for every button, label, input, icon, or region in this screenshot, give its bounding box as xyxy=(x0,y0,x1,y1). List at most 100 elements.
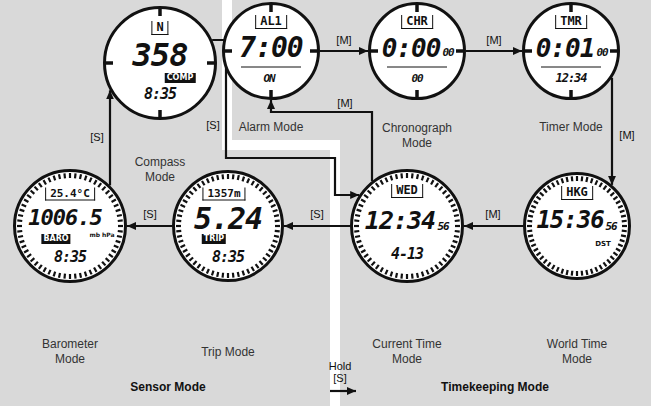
dial-tick xyxy=(114,204,119,206)
dial-tick xyxy=(274,236,279,237)
dial-tick xyxy=(451,246,456,248)
dial-tick xyxy=(238,272,239,277)
region-fill xyxy=(232,0,651,406)
dial-tick xyxy=(376,183,379,187)
dial-tick xyxy=(354,225,359,227)
dial-tick xyxy=(372,187,375,191)
dial-tick xyxy=(417,273,418,278)
dial-tick xyxy=(571,176,574,181)
dial-tick xyxy=(571,271,574,276)
mode-name: Trip Mode xyxy=(183,345,273,360)
dial-tick xyxy=(266,195,270,198)
dial-tick xyxy=(355,215,360,216)
watch-face: Timer ModeTMR0:010012:34 xyxy=(522,2,620,100)
dial-tick xyxy=(207,61,214,65)
dial-tick xyxy=(20,210,25,212)
dial-tick xyxy=(274,215,279,216)
dial-tick xyxy=(18,215,23,216)
mode-arrow xyxy=(212,40,359,195)
mode-name: Chronograph Mode xyxy=(380,121,454,151)
mode-arrow xyxy=(330,390,356,392)
dial-tick xyxy=(252,181,255,185)
dial-tick xyxy=(179,241,184,243)
dial-tick xyxy=(24,250,28,253)
dial-tick xyxy=(102,262,105,266)
button-label: [S] xyxy=(143,208,156,220)
lcd-text: 8:35 xyxy=(212,250,244,265)
lcd-text: 1006.5 xyxy=(28,207,101,229)
dial-tick xyxy=(193,187,196,191)
mode-arrow xyxy=(127,225,172,227)
watch-bezel xyxy=(370,4,465,99)
dial-tick xyxy=(63,274,66,279)
lcd-divider xyxy=(241,67,301,68)
dial-tick xyxy=(529,240,534,242)
dial-tick xyxy=(455,219,460,222)
dial-tick xyxy=(59,273,60,278)
dial-tick xyxy=(310,49,317,53)
dial-tick xyxy=(263,257,267,260)
button-label: [M] xyxy=(486,34,501,46)
dial-tick xyxy=(621,235,626,236)
mode-arrow xyxy=(284,225,350,227)
dial-tick xyxy=(116,210,121,212)
region-title: Sensor Mode xyxy=(130,381,205,393)
dial-tick xyxy=(361,200,365,203)
dial-tick xyxy=(422,272,424,277)
lcd-text: 8:35 xyxy=(54,250,86,265)
dial-tick xyxy=(69,274,71,279)
mode-region: Timekeeping ModeAlarm ModeAL17:00ONChron… xyxy=(232,0,651,406)
watch-face: Alarm ModeAL17:00ON xyxy=(222,2,320,100)
dial-tick xyxy=(225,49,232,53)
dial-tick xyxy=(534,249,538,252)
dial-tick xyxy=(263,191,267,194)
dial-tick xyxy=(595,180,597,185)
dial-tick xyxy=(275,225,280,227)
dial-tick xyxy=(109,195,113,198)
dial-tick xyxy=(256,184,259,188)
dial-tick xyxy=(534,201,538,204)
dial-tick xyxy=(364,254,368,257)
dial-tick xyxy=(227,273,229,278)
dial-tick xyxy=(456,49,463,53)
dial-tick xyxy=(567,270,568,275)
dial-tick xyxy=(422,176,424,181)
dial-tick xyxy=(581,271,584,276)
dial-tick xyxy=(400,173,403,178)
dial-tick xyxy=(567,177,568,182)
dial-tick xyxy=(117,236,122,237)
dial-tick xyxy=(368,258,372,261)
dial-tick xyxy=(177,236,182,237)
dial-tick xyxy=(354,230,359,233)
dial-tick xyxy=(620,240,625,242)
dial-tick xyxy=(454,215,459,216)
dial-tick xyxy=(562,269,564,274)
dial-tick xyxy=(622,225,627,227)
dial-tick xyxy=(189,191,193,194)
dial-tick xyxy=(455,225,460,227)
button-label: [M] xyxy=(485,208,500,220)
mode-name: Alarm Mode xyxy=(226,120,316,135)
mode-name: Barometer Mode xyxy=(35,337,105,367)
dial-tick xyxy=(621,216,626,217)
dial-tick xyxy=(435,183,438,187)
dial-tick xyxy=(116,241,121,243)
dial-tick xyxy=(531,206,536,208)
dial-tick xyxy=(35,262,38,266)
dial-tick xyxy=(376,265,379,269)
lcd-text: 00 xyxy=(411,73,422,84)
dial-tick xyxy=(359,204,364,206)
dial-tick xyxy=(586,177,587,182)
dial-tick xyxy=(243,271,245,276)
lcd-text: COMP xyxy=(165,73,196,83)
dial-tick xyxy=(35,187,38,191)
dial-tick xyxy=(183,250,187,253)
dial-tick xyxy=(106,258,110,261)
dial-tick xyxy=(114,246,119,248)
lcd-text: mb hPa xyxy=(89,232,114,238)
button-label: Hold [S] xyxy=(326,360,354,384)
dial-tick xyxy=(275,219,280,222)
dial-tick xyxy=(610,49,617,53)
dial-tick xyxy=(202,181,205,185)
